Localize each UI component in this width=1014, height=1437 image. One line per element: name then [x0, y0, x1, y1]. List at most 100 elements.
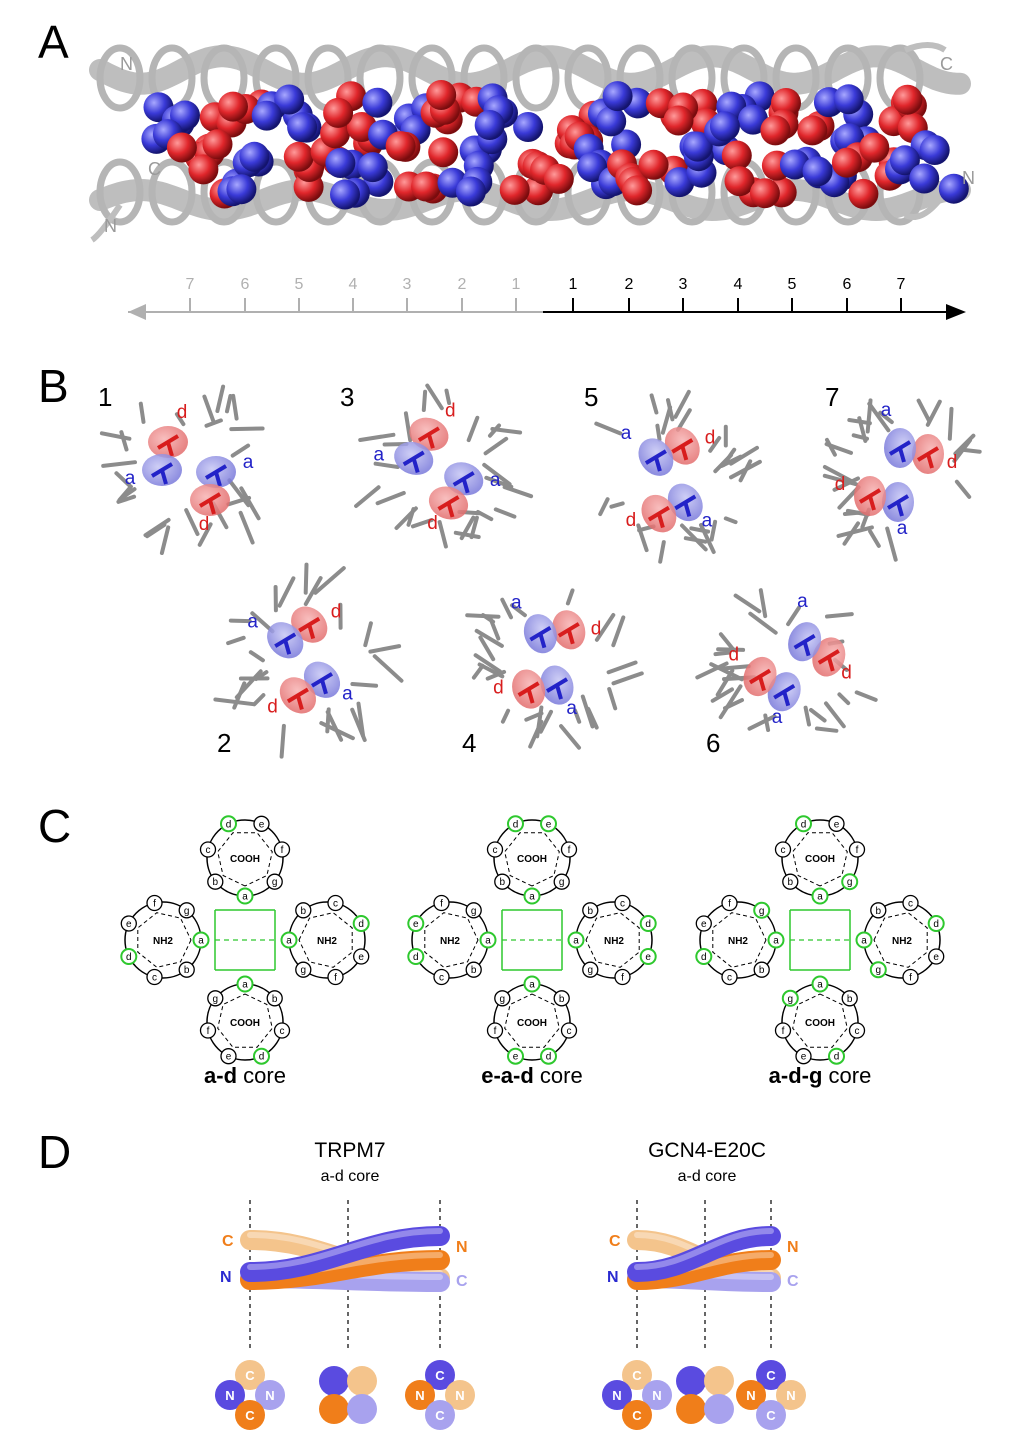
terminus-right-bottom: N: [962, 168, 975, 188]
heptad-position: [841, 990, 858, 1007]
heptad-position: [753, 901, 771, 919]
heptad-position: [560, 1022, 578, 1039]
heptad-letter: b: [759, 965, 765, 976]
heptad-position: [781, 989, 799, 1007]
section-letter: N: [746, 1388, 755, 1403]
heptad-position: [236, 887, 254, 905]
heptad-position: [465, 961, 482, 978]
axis-tick-label-right: 4: [734, 276, 743, 293]
side-chain-stick: [699, 523, 716, 554]
side-chain-stick: [867, 401, 891, 433]
wheel-terminus: NH2: [440, 936, 460, 947]
side-chain-stick: [680, 523, 708, 552]
layer-number: 1: [98, 382, 112, 412]
side-chain-stick: [174, 412, 186, 427]
wheel-terminus: NH2: [604, 936, 624, 947]
side-chain-stick: [719, 454, 743, 468]
heptad-position: [236, 975, 254, 993]
heptad-position: [273, 841, 291, 858]
side-chain-stick: [885, 526, 898, 562]
heptad-letter: f: [782, 1026, 785, 1037]
wheel-terminus: COOH: [230, 1018, 260, 1029]
heptad-letter: g: [500, 994, 506, 1005]
heptad-position: [869, 961, 887, 979]
wheel-terminus: NH2: [892, 936, 912, 947]
heptad-position: [774, 841, 792, 858]
section-letter: C: [766, 1368, 776, 1383]
side-chain-stick: [606, 660, 638, 675]
sphere-red: [663, 105, 694, 136]
axis-tick-label-left: 7: [186, 276, 195, 293]
heptad-position: [295, 961, 312, 978]
sphere-blue: [330, 179, 360, 210]
sphere-red: [831, 147, 862, 178]
sphere-red: [283, 141, 314, 172]
cross-section: [676, 1366, 734, 1424]
side-chain-stick: [953, 433, 976, 456]
helix-section-dot: [676, 1394, 706, 1424]
side-chain-stick: [482, 462, 512, 487]
heptad-position: [841, 873, 859, 891]
sphere-blue: [474, 110, 505, 140]
helix-section-dot: [445, 1380, 475, 1410]
side-chain-stick: [695, 661, 729, 680]
core-stick: [283, 639, 292, 655]
side-chain-stick: [239, 486, 261, 521]
heptad-position: [146, 968, 163, 986]
side-chain-stick: [459, 515, 476, 541]
section-letter: C: [435, 1408, 445, 1423]
side-chain-stick: [99, 431, 132, 441]
side-chain-stick: [117, 484, 133, 503]
side-chain-stick: [484, 475, 514, 489]
heptad-position: [178, 902, 195, 919]
heptad-letter: a: [529, 892, 535, 903]
helix-tail: [903, 42, 947, 53]
side-chain-stick: [594, 421, 623, 436]
heptad-letter: b: [588, 906, 594, 917]
heptad-letter: g: [876, 965, 882, 976]
side-chain-stick: [485, 669, 507, 681]
side-chain-stick: [854, 690, 878, 702]
heptad-letter: e: [259, 819, 265, 830]
residue-label-d: d: [626, 510, 637, 531]
heptad-letter: c: [439, 973, 444, 984]
side-chain-stick: [673, 389, 691, 419]
heptad-position: [553, 873, 570, 890]
caption-ead-core: e-a-d core: [481, 1063, 582, 1088]
side-chain-stick: [231, 393, 239, 421]
side-chain-stick: [488, 423, 501, 438]
side-chain-stick: [723, 698, 744, 711]
heptad-position: [540, 815, 557, 833]
sphere-red: [543, 163, 574, 194]
side-chain-stick: [825, 612, 854, 619]
heptad-letter: e: [358, 952, 364, 963]
heptad-position: [199, 1022, 217, 1039]
helix-section-dot: [602, 1380, 632, 1410]
section-letter: N: [652, 1388, 661, 1403]
helix-section-dot: [235, 1360, 265, 1390]
side-chain-stick: [493, 507, 517, 519]
heptad-position: [479, 931, 497, 949]
side-chain-stick: [238, 510, 255, 545]
core-stick: [566, 629, 575, 645]
side-chain-stick: [715, 668, 735, 697]
heptad-position: [582, 902, 599, 919]
terminus-right-top: C: [940, 54, 953, 74]
axis-tick-label-right: 7: [897, 276, 906, 293]
heptad-letter: d: [358, 919, 364, 930]
side-chain-stick: [197, 522, 213, 547]
axis-tick-label-right: 5: [788, 276, 797, 293]
wheel-terminus: COOH: [805, 854, 835, 865]
heptad-letter: e: [546, 819, 552, 830]
residue-label-d: d: [427, 513, 438, 534]
heptad-letter: b: [272, 994, 278, 1005]
heptad-letter: d: [645, 919, 651, 930]
side-chain-stick: [234, 669, 263, 700]
side-chain-stick: [878, 410, 894, 425]
core-stick: [160, 469, 168, 485]
